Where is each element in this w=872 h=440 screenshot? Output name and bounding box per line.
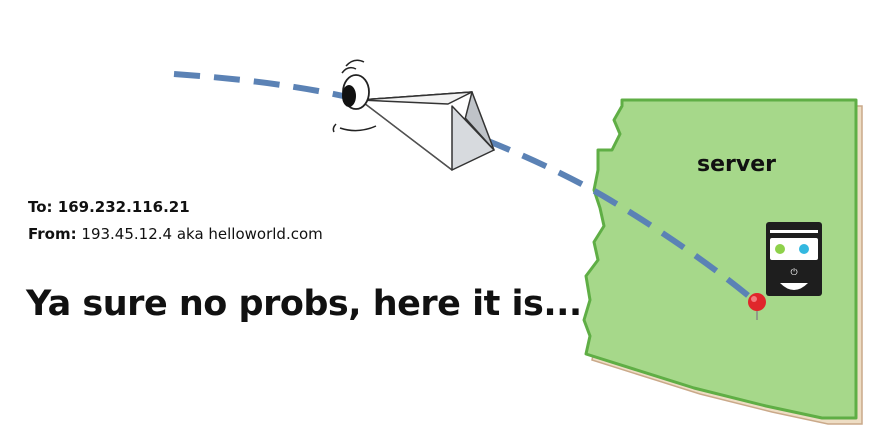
region-arizona [582,98,858,420]
from-address-line: From: 193.45.12.4 aka helloworld.com [28,225,323,243]
status-led-green [775,244,785,254]
to-address: 169.232.116.21 [57,198,190,216]
paper-airplane-icon [332,59,495,171]
from-address: 193.45.12.4 aka helloworld.com [81,225,323,243]
flight-path [173,71,758,305]
from-label: From: [28,225,77,243]
map-pin-icon [748,293,766,320]
status-led-blue [799,244,809,254]
server-tower-icon: ⏻ [766,222,822,296]
svg-text:⏻: ⏻ [790,267,797,278]
to-label: To: [28,198,53,216]
headline: Ya sure no probs, here it is... [26,284,582,324]
server-label: server [697,152,776,177]
to-address-line: To: 169.232.116.21 [28,198,190,216]
